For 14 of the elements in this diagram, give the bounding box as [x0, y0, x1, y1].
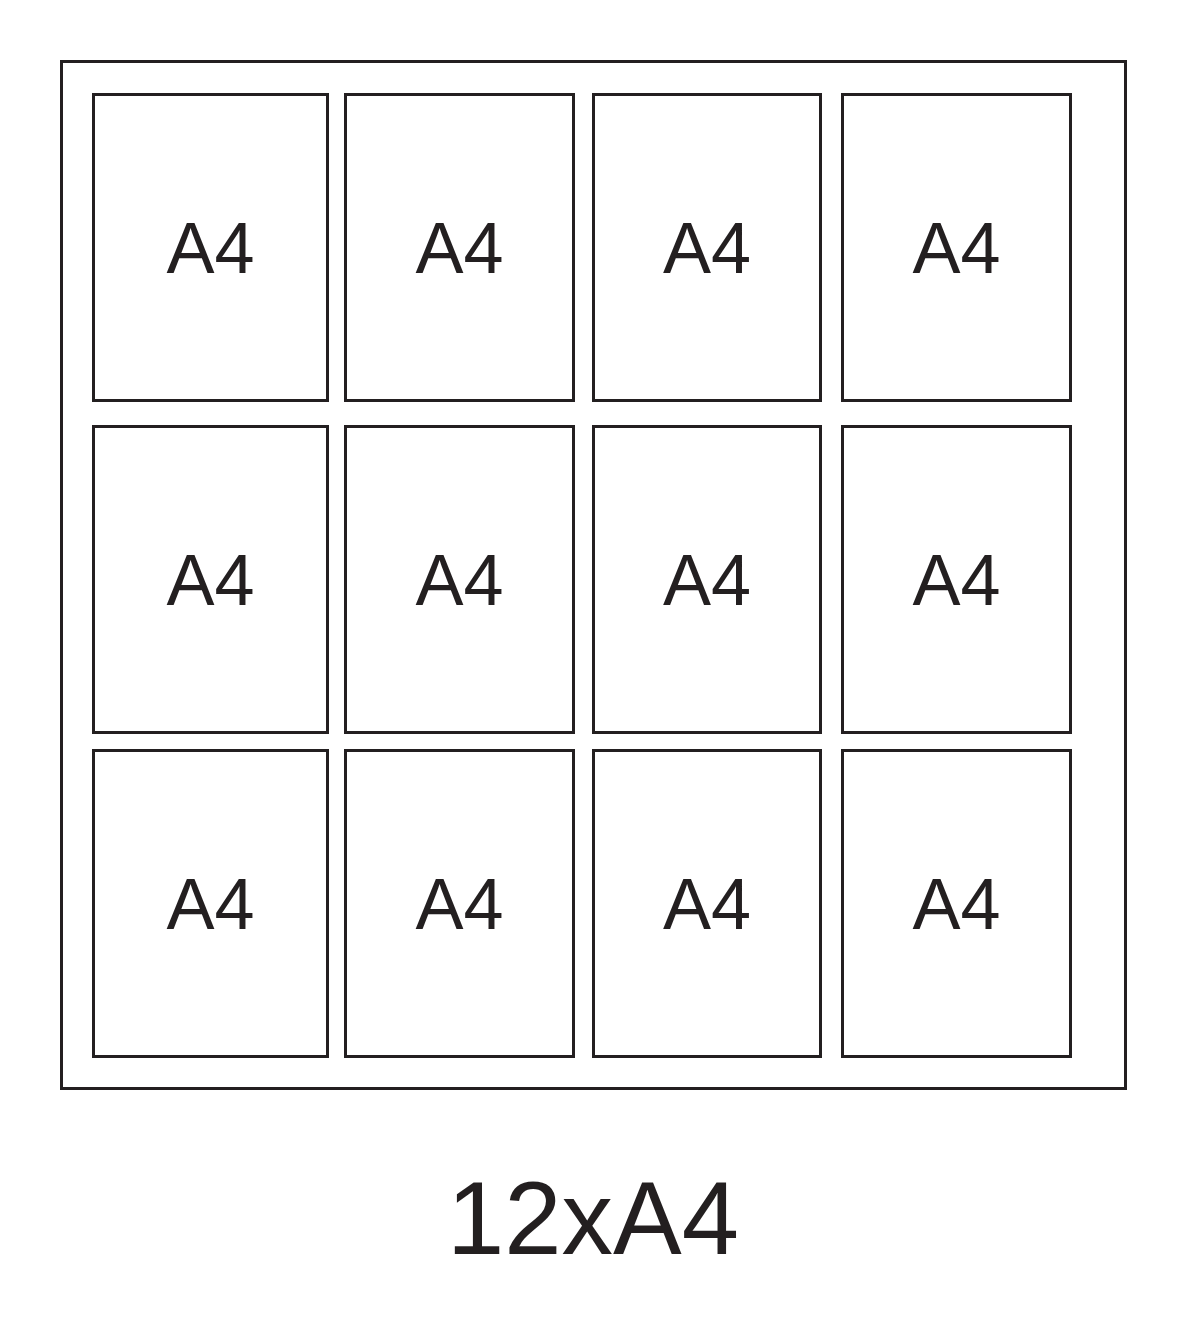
page-box: A4 — [592, 425, 822, 734]
page-box: A4 — [92, 749, 329, 1058]
outer-frame — [60, 60, 1127, 1090]
page-box: A4 — [841, 749, 1072, 1058]
page-box: A4 — [344, 749, 575, 1058]
page-box: A4 — [841, 93, 1072, 402]
page-box: A4 — [344, 425, 575, 734]
page-box: A4 — [92, 425, 329, 734]
page-box: A4 — [592, 93, 822, 402]
caption: 12xA4 — [445, 1160, 741, 1278]
page-box: A4 — [592, 749, 822, 1058]
page-box: A4 — [841, 425, 1072, 734]
page-box: A4 — [344, 93, 575, 402]
page-box: A4 — [92, 93, 329, 402]
